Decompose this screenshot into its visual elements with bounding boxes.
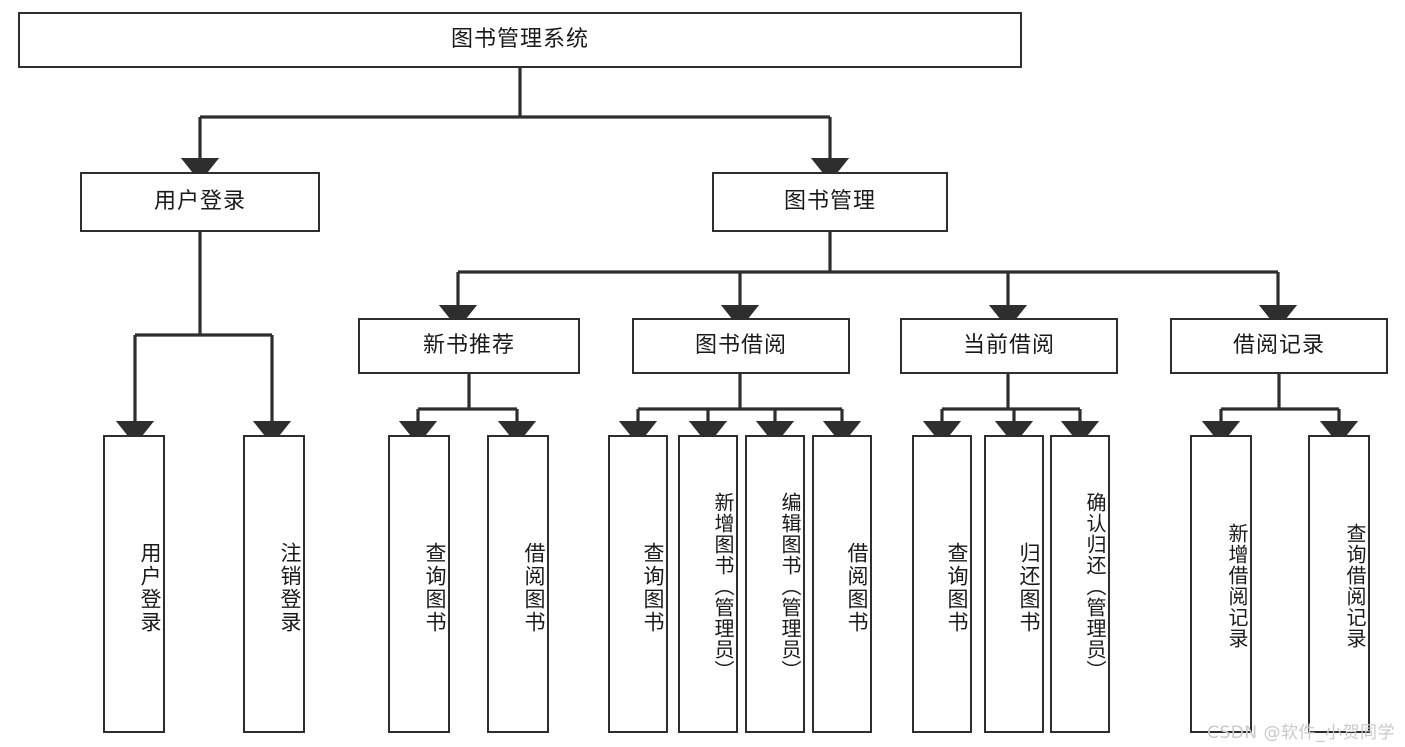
leaf-user-login[interactable]: 用户登录	[103, 435, 165, 733]
leaf-add-book-label: 新增图书（管理员）	[711, 491, 735, 681]
leaf-user-login-label: 用户登录	[138, 542, 162, 634]
leaf-user-logout[interactable]: 注销登录	[243, 435, 305, 733]
leaf-add-borrow-record[interactable]: 新增借阅记录	[1190, 435, 1252, 733]
leaf-query-book-1-label: 查询图书	[423, 542, 447, 634]
leaf-edit-book-label: 编辑图书（管理员）	[778, 491, 802, 681]
node-root[interactable]: 图书管理系统	[18, 12, 1022, 68]
leaf-user-logout-label: 注销登录	[278, 542, 302, 634]
node-user-login[interactable]: 用户登录	[80, 172, 320, 232]
leaf-borrow-book-2-label: 借阅图书	[845, 542, 869, 634]
node-borrow-record-label: 借阅记录	[1232, 332, 1325, 358]
leaf-borrow-book-1[interactable]: 借阅图书	[487, 435, 549, 733]
node-book-borrow-label: 图书借阅	[694, 332, 787, 358]
leaf-query-book-3-label: 查询图书	[945, 542, 969, 634]
leaf-query-borrow-record[interactable]: 查询借阅记录	[1308, 435, 1370, 733]
node-user-login-label: 用户登录	[153, 188, 246, 214]
leaf-edit-book[interactable]: 编辑图书（管理员）	[745, 435, 805, 733]
node-current-borrow-label: 当前借阅	[962, 332, 1055, 358]
node-book-borrow[interactable]: 图书借阅	[632, 318, 850, 374]
leaf-query-book-3[interactable]: 查询图书	[912, 435, 972, 733]
node-new-book-recommend-label: 新书推荐	[422, 332, 515, 358]
leaf-borrow-book-1-label: 借阅图书	[522, 542, 546, 634]
leaf-confirm-return-label: 确认归还（管理员）	[1083, 491, 1107, 681]
leaf-confirm-return[interactable]: 确认归还（管理员）	[1050, 435, 1110, 733]
leaf-return-book[interactable]: 归还图书	[984, 435, 1044, 733]
watermark: CSDN @软件_小贺同学	[1207, 723, 1395, 743]
node-root-label: 图书管理系统	[450, 26, 589, 52]
leaf-query-borrow-record-label: 查询借阅记录	[1343, 523, 1367, 649]
leaf-query-book-2[interactable]: 查询图书	[608, 435, 668, 733]
leaf-query-book-1[interactable]: 查询图书	[388, 435, 450, 733]
leaf-add-book[interactable]: 新增图书（管理员）	[678, 435, 738, 733]
node-book-management-label: 图书管理	[783, 188, 876, 214]
node-current-borrow[interactable]: 当前借阅	[900, 318, 1118, 374]
leaf-query-book-2-label: 查询图书	[641, 542, 665, 634]
node-book-management[interactable]: 图书管理	[712, 172, 948, 232]
node-new-book-recommend[interactable]: 新书推荐	[358, 318, 580, 374]
node-borrow-record[interactable]: 借阅记录	[1170, 318, 1388, 374]
leaf-return-book-label: 归还图书	[1017, 542, 1041, 634]
leaf-add-borrow-record-label: 新增借阅记录	[1225, 523, 1249, 649]
leaf-borrow-book-2[interactable]: 借阅图书	[812, 435, 872, 733]
